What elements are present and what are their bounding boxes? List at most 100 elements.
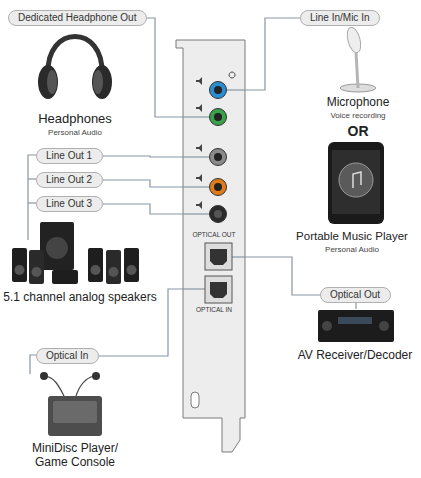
audio-jacks <box>210 82 227 223</box>
satellite-speaker <box>12 248 27 282</box>
device-caption: OR <box>338 123 378 139</box>
pill-text: Line Out 2 <box>46 174 92 186</box>
device-caption: Personal Audio <box>297 245 407 254</box>
bracket-text: OPTICAL IN <box>183 306 245 314</box>
earbud-cable <box>46 376 94 396</box>
speakers-picture <box>12 222 139 284</box>
headband <box>48 37 102 75</box>
optical-out-port <box>205 243 232 270</box>
lead-line <box>28 202 36 203</box>
leader-line <box>183 156 210 157</box>
leader-line <box>183 288 205 289</box>
device-caption: Microphone <box>303 96 413 110</box>
mic-stem <box>356 52 358 88</box>
speaker-icon <box>196 201 202 209</box>
earbud <box>40 372 48 380</box>
jack-icons <box>196 72 235 209</box>
pill-text: Line Out 1 <box>46 150 92 162</box>
satellite-speaker <box>29 250 44 284</box>
speaker-icon <box>196 77 202 85</box>
ear-pad <box>93 70 103 94</box>
jack-hole <box>214 210 222 218</box>
connector-wire <box>245 257 320 295</box>
optical-socket <box>210 282 227 298</box>
minidisc-body <box>48 396 102 436</box>
speaker-icon <box>196 144 202 152</box>
device-caption: 5.1 channel analog speakers <box>2 291 158 305</box>
mic-icon <box>229 72 235 78</box>
leader-line <box>183 213 210 214</box>
connector-wire <box>147 18 183 117</box>
lead-line <box>28 155 36 240</box>
ear-cup <box>38 65 58 99</box>
jack-leaders <box>183 90 245 289</box>
minidisc-picture <box>40 372 102 436</box>
speaker-icon <box>196 104 202 112</box>
earbud <box>92 372 100 380</box>
satellite-speaker <box>106 250 121 284</box>
mic-head <box>345 26 363 54</box>
player-body <box>328 142 384 224</box>
jack-grey <box>210 149 227 166</box>
ear-pad <box>47 70 57 94</box>
device-caption: MiniDisc Player/ Game Console <box>15 442 135 470</box>
speaker-cone <box>91 265 101 275</box>
pill-text: Optical In <box>46 350 88 362</box>
microphone-picture <box>340 26 376 92</box>
music-note <box>353 172 361 188</box>
connector-wire <box>103 156 183 157</box>
receiver-knob <box>322 321 332 331</box>
jack-blue <box>210 82 227 99</box>
device-leads <box>28 155 356 374</box>
optical-ports <box>205 243 232 303</box>
speaker-icon <box>196 174 202 182</box>
pill-text: Optical Out <box>330 289 380 301</box>
receiver-body <box>318 310 394 342</box>
port-label-pill: Optical In <box>36 348 99 364</box>
lead-line <box>30 355 36 374</box>
jack-hole <box>214 183 222 191</box>
leader-line <box>232 256 245 257</box>
pill-text: Line Out 3 <box>46 198 92 210</box>
speaker-cone <box>109 267 119 277</box>
receiver-knob <box>379 321 389 331</box>
speaker-cone <box>15 265 25 275</box>
leader-line <box>183 186 210 187</box>
connector-wire <box>103 180 183 187</box>
port-label-pill: Line Out 1 <box>36 148 103 164</box>
music-player-picture <box>328 142 384 224</box>
satellite-speaker <box>124 248 139 282</box>
jack-hole <box>214 113 222 121</box>
connector-wire <box>245 18 300 90</box>
optical-in-port <box>205 276 232 303</box>
minidisc-lid <box>53 401 97 423</box>
player-screen <box>332 150 380 214</box>
receiver-display <box>338 317 372 324</box>
jack-hole <box>214 153 222 161</box>
device-caption: Personal Audio <box>10 128 140 137</box>
device-caption: AV Receiver/Decoder <box>293 349 417 363</box>
pill-text: Dedicated Headphone Out <box>18 12 136 24</box>
leader-line <box>183 116 210 117</box>
satellite-speaker <box>88 248 103 282</box>
jack-green <box>210 109 227 126</box>
lead-line <box>28 178 36 179</box>
card-bracket <box>176 40 245 452</box>
bracket-text: OPTICAL OUT <box>183 231 245 239</box>
device-caption: Portable Music Player <box>289 230 415 243</box>
speaker-cone <box>32 267 42 277</box>
connector-wire <box>103 204 183 214</box>
device-caption: Headphones <box>10 112 140 127</box>
device-caption: Voice recording <box>303 111 413 120</box>
ear-cup <box>92 65 112 99</box>
pill-text: Line In/Mic In <box>310 12 369 24</box>
bracket-slot <box>191 392 199 408</box>
player-disc <box>339 163 373 197</box>
card-bracket-node: OPTICAL OUT OPTICAL IN <box>183 48 245 420</box>
jack-black <box>210 206 227 223</box>
port-label-pill: Optical Out <box>320 287 391 303</box>
jack-hole <box>214 86 222 94</box>
port-label-pill: Line Out 2 <box>36 172 103 188</box>
optical-socket <box>210 249 227 265</box>
subwoofer <box>40 222 74 270</box>
